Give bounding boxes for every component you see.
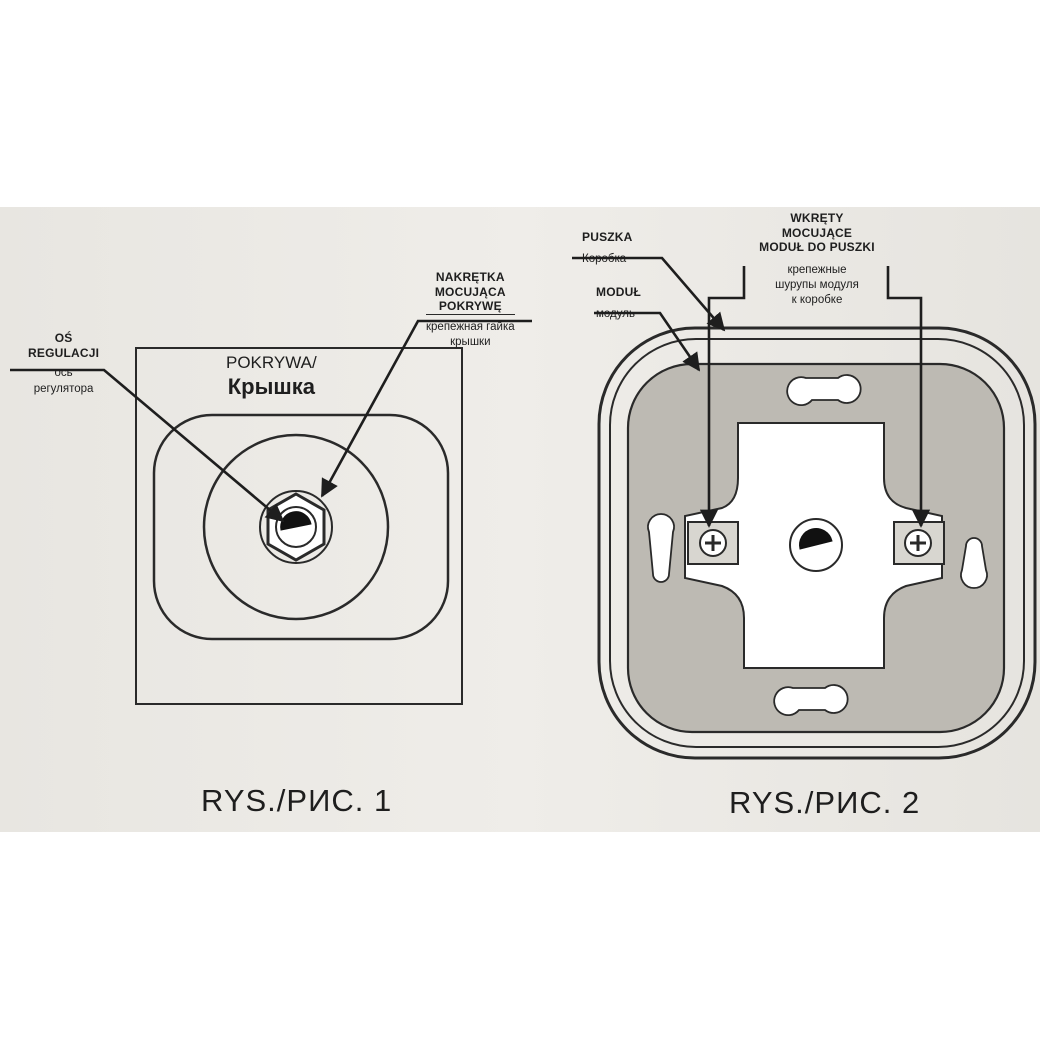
keyhole-slot-top bbox=[786, 374, 862, 407]
mounting-box-outer bbox=[597, 326, 1037, 760]
box-label-ru: Коробка bbox=[582, 252, 627, 265]
nut-leader-line bbox=[320, 319, 532, 498]
axis-label-pl-1: OŚ bbox=[54, 331, 73, 345]
box-label-pl: PUSZKA bbox=[582, 230, 633, 244]
screws-label: WKRĘTY MOCUJĄCE MODUŁ DO PUSZKI крепежны… bbox=[744, 212, 890, 306]
phillips-screw-right-icon bbox=[904, 529, 932, 557]
box-leader-line bbox=[572, 256, 726, 332]
nut-inner-ring bbox=[275, 506, 317, 548]
cover-knob-ring bbox=[259, 490, 333, 564]
axis-label-ru-1: ось bbox=[54, 367, 73, 380]
screw-right-leader-line bbox=[886, 266, 931, 528]
nut-label-ru-1: крепежная гайка bbox=[426, 320, 515, 333]
module-leader-line bbox=[594, 311, 701, 372]
keyhole-slot-left bbox=[647, 513, 675, 583]
screw-left-leader-line bbox=[699, 266, 746, 528]
cover-rounded-frame bbox=[152, 413, 450, 641]
cover-label: POKRYWA/ Крышка bbox=[226, 354, 317, 398]
cover-label-pl: POKRYWA/ bbox=[226, 353, 317, 372]
screws-label-pl-3: MODUŁ DO PUSZKI bbox=[759, 240, 875, 255]
screws-label-pl-2: MOCUJĄCE bbox=[781, 225, 853, 240]
module-shaft bbox=[799, 528, 833, 550]
module-label-ru: модуль bbox=[596, 307, 635, 320]
cover-dial-ring bbox=[202, 433, 390, 621]
nut-label: NAKRĘTKA MOCUJĄCA POKRYWĘ крепежная гайк… bbox=[426, 271, 515, 348]
box-label: PUSZKA Коробка bbox=[582, 231, 633, 265]
figure-2-caption: RYS./РИС. 2 bbox=[729, 785, 921, 820]
module-label: MODUŁ модуль bbox=[596, 286, 641, 320]
axis-label-ru-2: регулятора bbox=[33, 383, 94, 396]
regulation-axis-shaft bbox=[280, 511, 312, 531]
nut-label-ru-2: крышки bbox=[450, 335, 491, 348]
screws-label-ru-2: шурупы модуля bbox=[775, 278, 859, 291]
axis-label-pl-2: REGULACJI bbox=[28, 345, 100, 360]
figure-1-caption: RYS./РИС. 1 bbox=[201, 783, 393, 818]
module-label-pl: MODUŁ bbox=[596, 285, 641, 299]
figure-1-leaders bbox=[10, 319, 532, 523]
screws-label-ru-1: крепежные bbox=[787, 263, 847, 276]
cover-outer-square bbox=[135, 347, 463, 705]
axis-leader-line bbox=[10, 368, 285, 523]
keyhole-slot-right bbox=[960, 537, 988, 589]
nut-label-pl-1: NAKRĘTKA bbox=[435, 270, 505, 284]
phillips-screw-left-icon bbox=[699, 529, 727, 557]
mounting-box-inner bbox=[609, 338, 1025, 748]
keyhole-slot-bottom bbox=[773, 684, 849, 717]
nut-label-pl-2: MOCUJĄCA bbox=[434, 284, 506, 299]
nut-label-pl-3: POKRYWĘ bbox=[426, 300, 515, 315]
screws-label-ru-3: к коробке bbox=[791, 293, 843, 306]
figure-1-cover bbox=[135, 347, 463, 705]
figure-2-module bbox=[597, 326, 1037, 760]
figure-2-leaders bbox=[572, 256, 931, 528]
cover-label-ru: Крышка bbox=[227, 373, 315, 399]
axis-label: OŚ REGULACJI ось регулятора bbox=[28, 332, 99, 395]
screws-label-pl-1: WKRĘTY bbox=[790, 211, 844, 225]
